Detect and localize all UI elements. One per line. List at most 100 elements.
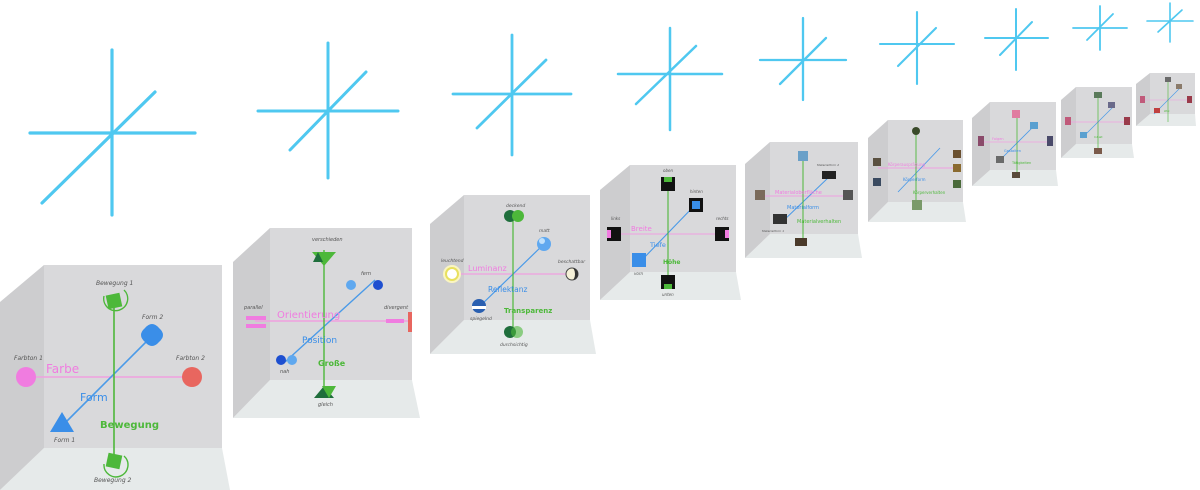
label-position: Position (302, 336, 337, 346)
deckend-marker (512, 210, 524, 222)
label-divergent: divergent (384, 305, 409, 311)
body-image (953, 164, 961, 172)
label-fern: fern (361, 271, 371, 277)
spiegelnd-highlight (472, 306, 486, 309)
divergent-marker (408, 312, 412, 332)
cube-floor (0, 448, 230, 490)
label-farbton1: Farbton 1 (14, 355, 43, 362)
label-vorn: vorn (634, 271, 643, 276)
content-image (1176, 84, 1182, 89)
cube-back-wall (1150, 73, 1195, 114)
label-form: Körperform (903, 177, 926, 182)
cube-back-wall (888, 120, 963, 202)
fern-marker (346, 280, 356, 290)
material-image (843, 190, 853, 200)
label-matt: matt (539, 228, 550, 234)
label-form: Materialform (787, 205, 819, 211)
axis-form (897, 147, 941, 193)
label-bewegung1: Bewegung 1 (96, 280, 133, 287)
label-form2: Form 2 (142, 314, 163, 321)
body-image (912, 200, 922, 210)
hinten-marker-face (692, 201, 700, 209)
label-oberflache: Materialoberfläche (775, 190, 822, 196)
label-form1: Form 1 (54, 437, 75, 444)
form2-marker (141, 324, 163, 346)
divergent-marker (386, 319, 404, 323)
label-rechts: rechts (716, 216, 729, 221)
cube-2: Orientierung Position Große parallel div… (233, 228, 420, 418)
bewegung1-arrow-icon (103, 289, 129, 312)
cube-4: Breite Tiefe Höhe oben unten links recht… (600, 165, 741, 300)
material-image (755, 190, 765, 200)
unten-marker-face (664, 284, 672, 289)
material-image (822, 171, 836, 179)
label-parallel: parallel (243, 305, 263, 311)
beschattbar-shadow (572, 268, 578, 280)
cube-back-wall (464, 195, 590, 320)
star-icons-row (28, 2, 1194, 217)
label-breite: Breite (631, 225, 652, 233)
star-icon (616, 26, 724, 132)
verschieden-marker (313, 252, 323, 262)
axis-form (781, 175, 831, 223)
figure-image (1047, 136, 1053, 146)
label-oben: oben (663, 168, 673, 173)
star-icon (256, 41, 400, 180)
content-image (1140, 96, 1145, 103)
cube-floor (868, 202, 966, 222)
content-image (1065, 117, 1071, 125)
label-hohe: Höhe (663, 259, 680, 266)
label-spiegelnd: spiegelnd (470, 316, 492, 322)
material-image (773, 214, 787, 224)
label-c: Tätigkeiten (1011, 161, 1031, 165)
star-icon (984, 8, 1049, 71)
body-image (873, 178, 881, 186)
nah-marker (287, 355, 297, 365)
label-form: Form (80, 391, 108, 404)
bewegung1-marker (105, 292, 123, 310)
label-tiefe: Tiefe (649, 241, 666, 249)
label-gleich: gleich (318, 402, 333, 408)
label-transparenz: Transparenz (504, 307, 552, 315)
cube-floor (233, 380, 420, 418)
cube-5: Materialoberfläche Materialform Material… (745, 142, 862, 258)
label-farbe: Farbe (46, 362, 79, 376)
rechts-marker-face (725, 230, 729, 238)
label-verhalten: Materialverhalten (797, 219, 841, 225)
figure-image (1030, 122, 1038, 129)
leuchtend-marker (445, 267, 459, 281)
label-bewegung: Bewegung (100, 420, 159, 431)
label-grosse: Große (318, 359, 346, 368)
oben-marker-face (664, 177, 672, 182)
cube-9: Wirk (1136, 73, 1196, 126)
content-image (1108, 102, 1115, 108)
cube-back-wall (44, 265, 222, 448)
figure-image (1012, 172, 1020, 178)
cube-side (233, 228, 270, 418)
body-image (953, 180, 961, 188)
content-image (1165, 77, 1171, 82)
label-hinten: hinten (690, 189, 703, 194)
label-b: Gestalten (1004, 149, 1021, 153)
body-image (912, 127, 920, 135)
label-nah: nah (280, 369, 289, 375)
fern-marker (373, 280, 383, 290)
label-reflektanz: Reflektanz (488, 285, 527, 294)
star-icon (451, 33, 573, 157)
label-material1: Materialform 1 (762, 229, 784, 233)
axis-form (61, 335, 153, 427)
label-leuchtend: leuchtend (441, 258, 464, 264)
matt-highlight (539, 238, 545, 244)
nah-marker (276, 355, 286, 365)
label-luminanz: Luminanz (468, 264, 507, 273)
label-a: Inhalt (1094, 135, 1103, 139)
body-image (953, 150, 961, 158)
cube-7: Folgen Gestalten Tätigkeiten (972, 102, 1058, 186)
cube-floor (1136, 114, 1196, 126)
farbton2-marker (182, 367, 202, 387)
figure-image (978, 136, 984, 146)
axis-position (284, 279, 376, 363)
star-icon (28, 48, 197, 217)
content-image (1094, 148, 1102, 154)
figure-image (996, 156, 1004, 163)
